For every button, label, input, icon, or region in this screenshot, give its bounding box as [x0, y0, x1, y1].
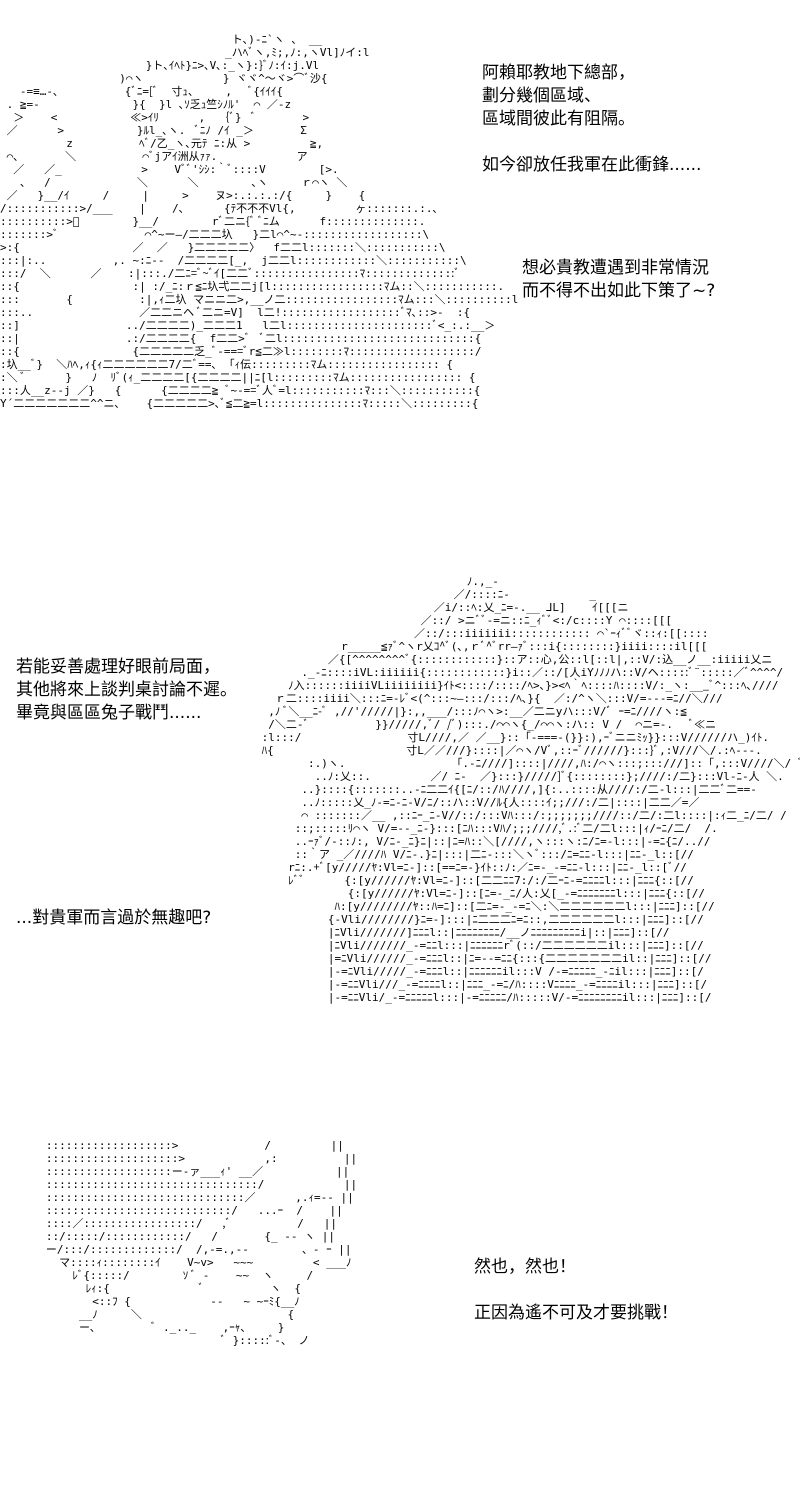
dialogue-line: 想必貴教遭遇到非常情況 — [522, 258, 709, 278]
dialogue-negotiation: 若能妥善處理好眼前局面， 其他將來上談判桌討論不遲。 畢竟與區區兔子戰鬥....… — [16, 656, 237, 725]
dialogue-line: 然也，然也！ — [474, 1257, 576, 1277]
panel-2: ﾉ.,_- ／/::::ﾆ- _ ／i/::ﾍ:乂_ﾆ=-.__ ⅃L] ｲ[[… — [0, 560, 800, 1120]
dialogue-line: ...對貴軍而言過於無趣吧? — [16, 908, 212, 928]
panel-1: ト､)-ﾆ`ヽ 、 __ _ハﾍﾞヽ,ﾐ;,ﾉ:,ヽVl]ﾉイ:l }ト､ｲﾍﾄ… — [0, 0, 800, 560]
panel-3: :::::::::::::::::::> / || ::::::::::::::… — [0, 1120, 800, 1490]
dialogue-line: 正因為遙不可及才要挑戰！ — [474, 1303, 678, 1323]
ascii-art-swordsman-silhouette: :::::::::::::::::::> / || ::::::::::::::… — [45, 1139, 358, 1347]
dialogue-line: 而不得不出如此下策了~? — [522, 281, 716, 301]
dialogue-boring: ...對貴軍而言過於無趣吧? — [16, 907, 211, 930]
ascii-art-armored-figure: ﾉ.,_- ／/::::ﾆ- _ ／i/::ﾍ:乂_ﾆ=-.__ ⅃L] ｲ[[… — [261, 575, 800, 1004]
dialogue-line: 其他將來上談判桌討論不遲。 — [16, 680, 237, 700]
dialogue-line: 如今卻放任我軍在此衝鋒...... — [482, 155, 702, 175]
dialogue-headquarters: 阿賴耶教地下總部， 劃分幾個區域、 區域間彼此有阻隔。 如今卻放任我軍在此衝鋒.… — [482, 62, 701, 177]
dialogue-line: 畢竟與區區兔子戰鬥...... — [16, 703, 202, 723]
ascii-art-warrior-portrait: ト､)-ﾆ`ヽ 、 __ _ハﾍﾞヽ,ﾐ;,ﾉ:,ヽVl]ﾉイ:l }ト､ｲﾍﾄ… — [0, 33, 519, 410]
dialogue-line: 若能妥善處理好眼前局面， — [16, 657, 220, 677]
dialogue-line: 區域間彼此有阻隔。 — [482, 109, 635, 129]
dialogue-line: 劃分幾個區域、 — [482, 86, 601, 106]
dialogue-indeed: 然也，然也！ 正因為遙不可及才要挑戰！ — [474, 1256, 678, 1325]
dialogue-situation: 想必貴教遭遇到非常情況 而不得不出如此下策了~? — [522, 257, 715, 303]
dialogue-line: 阿賴耶教地下總部， — [482, 63, 635, 83]
